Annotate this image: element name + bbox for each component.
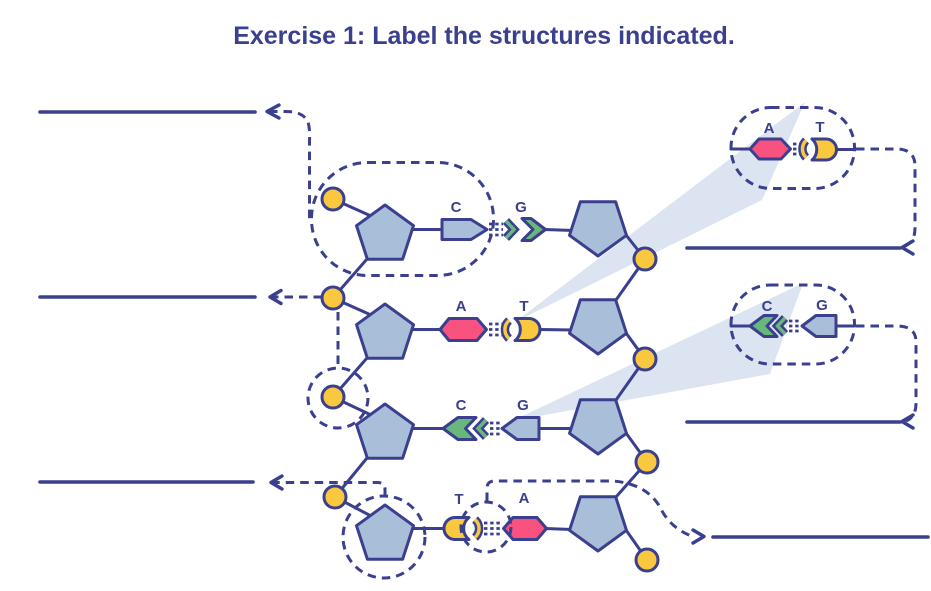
callout-arrow-hydrogen-bond [485, 479, 691, 537]
base-labels: C G A T C G T A [451, 199, 530, 508]
phosphate-circle [634, 449, 660, 475]
callout-phosphate-outline [306, 366, 370, 430]
phosphate-circle [320, 285, 346, 311]
sugar-pentagon [355, 302, 415, 360]
base-label-rung1-right: G [515, 199, 527, 216]
inset-base-guanine [800, 314, 838, 338]
zoom-beam-upper [515, 102, 805, 322]
phosphate-circles [320, 186, 660, 573]
sugar-pentagon [355, 503, 415, 561]
hydrogen-bonds-rung2 [489, 322, 503, 337]
arrowhead-left-icon [269, 474, 284, 491]
inset-AT-outline [729, 106, 856, 190]
sugar-pentagon [355, 402, 415, 460]
zoom-beam-lower [512, 283, 803, 421]
base-cytosine-rung3 [441, 416, 478, 441]
base-guanine-rung1 [520, 217, 547, 242]
base-label-rung4-right: A [519, 490, 530, 507]
arrowhead-right-icon [691, 528, 706, 545]
callout-nucleotide-outline [310, 161, 495, 277]
inset-base-thymine [810, 137, 838, 162]
hydrogen-bonds-rung4 [484, 521, 500, 536]
phosphate-circle [632, 246, 658, 272]
base-cytosine-rung1 [440, 218, 489, 241]
base-label-rung2-right: T [519, 298, 528, 315]
arrowhead-left-icon [900, 413, 915, 430]
inset-label-G: G [816, 297, 828, 314]
page-title: Exercise 1: Label the structures indicat… [233, 22, 735, 50]
base-thymine-rung2 [513, 317, 542, 342]
arrowhead-left-icon [900, 239, 915, 256]
inset-label-A: A [764, 120, 775, 137]
sugar-pentagons [355, 200, 628, 561]
inset-CG-outline [729, 283, 856, 366]
inset-base-adenine [748, 137, 792, 161]
phosphate-circle [320, 384, 346, 410]
base-adenine-rung2 [438, 317, 488, 342]
phosphate-circle [320, 186, 346, 212]
base-adenine-rung4 [502, 516, 548, 541]
inset-base-pair-AT: A T [729, 106, 856, 190]
sugar-pentagon [355, 203, 415, 261]
phosphate-circle [322, 484, 348, 510]
phosphate-circle [634, 547, 660, 573]
base-label-rung3-right: G [517, 397, 529, 414]
hydrogen-bonds-rung3 [490, 421, 501, 436]
sugar-pentagon [568, 298, 628, 356]
callout-arrow-inset-CG [856, 324, 918, 423]
callout-arrow-sugar [273, 481, 387, 496]
callout-hydrogen-bond-outline [459, 500, 513, 554]
base-label-rung2-left: A [456, 298, 467, 315]
sugar-pentagon [568, 200, 628, 258]
inset-hydrogen-bonds-CG [789, 319, 799, 333]
inset-label-C: C [762, 298, 773, 315]
phosphate-circle [632, 346, 658, 372]
arrowhead-left-icon [265, 103, 281, 120]
callout-arrow-nucleotide [269, 109, 312, 223]
base-guanine-rung3 [500, 416, 541, 441]
callout-arrow-inset-AT [856, 147, 917, 248]
sugar-pentagon [568, 398, 628, 456]
base-label-rung3-left: C [456, 397, 467, 414]
inset-label-T: T [815, 119, 824, 136]
base-label-rung4-left: T [454, 491, 463, 508]
hydrogen-bonds-rung1 [489, 222, 503, 237]
inset-base-pair-CG: C G [729, 283, 856, 366]
base-label-rung1-left: C [451, 199, 462, 216]
base-thymine-rung4 [442, 516, 471, 541]
sugar-pentagon [568, 495, 628, 553]
inset-base-cytosine [748, 314, 779, 338]
arrowhead-left-icon [268, 288, 283, 306]
